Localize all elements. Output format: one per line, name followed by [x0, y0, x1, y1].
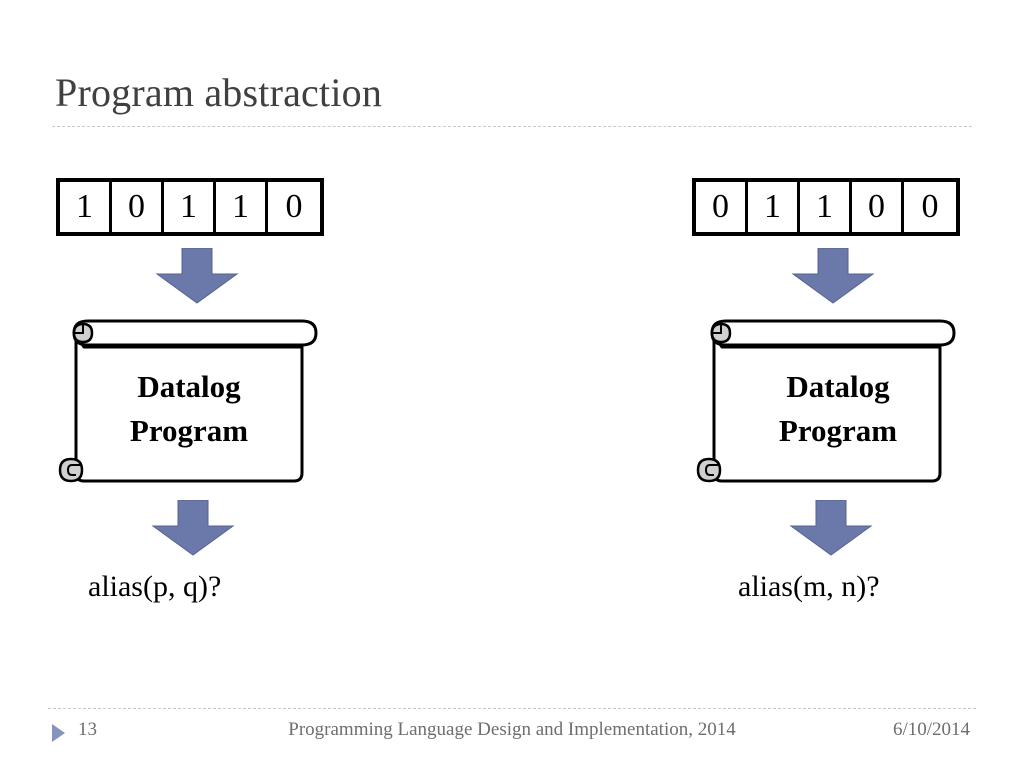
slide-number: 13	[78, 719, 97, 740]
query-text-left: alias(p, q)?	[88, 570, 222, 603]
bit-cell: 0	[696, 182, 748, 232]
bit-cell: 0	[904, 182, 956, 232]
query-text-right: alias(m, n)?	[738, 570, 880, 603]
bit-cell: 0	[852, 182, 904, 232]
title-block: Program abstraction	[55, 68, 955, 124]
bit-strip-right: 0 1 1 0 0	[692, 178, 960, 236]
down-arrow-icon	[150, 500, 236, 556]
bit-cell: 1	[164, 182, 216, 232]
bit-strip-left: 1 0 1 1 0	[56, 178, 324, 236]
bit-cell: 0	[112, 182, 164, 232]
bit-cell: 1	[60, 182, 112, 232]
footer: 13 Programming Language Design and Imple…	[48, 716, 976, 750]
abstraction-column-left: 1 0 1 1 0 Da	[40, 170, 370, 630]
footer-divider	[48, 708, 976, 709]
datalog-program-scroll-right: Datalog Program	[696, 313, 958, 485]
bit-cell: 1	[748, 182, 800, 232]
footer-title: Programming Language Design and Implemen…	[288, 719, 736, 740]
down-arrow-icon	[788, 500, 874, 556]
bit-cell: 0	[268, 182, 320, 232]
down-arrow-icon	[790, 248, 876, 304]
title-divider	[52, 126, 972, 127]
triangle-bullet-icon	[52, 724, 65, 742]
footer-date: 6/10/2014	[892, 719, 970, 740]
abstraction-column-right: 0 1 1 0 0 Datalog Program	[680, 170, 1010, 630]
datalog-program-scroll-left: Datalog Program	[58, 313, 320, 485]
down-arrow-icon	[154, 248, 240, 304]
page-title: Program abstraction	[55, 70, 383, 115]
bit-cell: 1	[216, 182, 268, 232]
bit-cell: 1	[800, 182, 852, 232]
